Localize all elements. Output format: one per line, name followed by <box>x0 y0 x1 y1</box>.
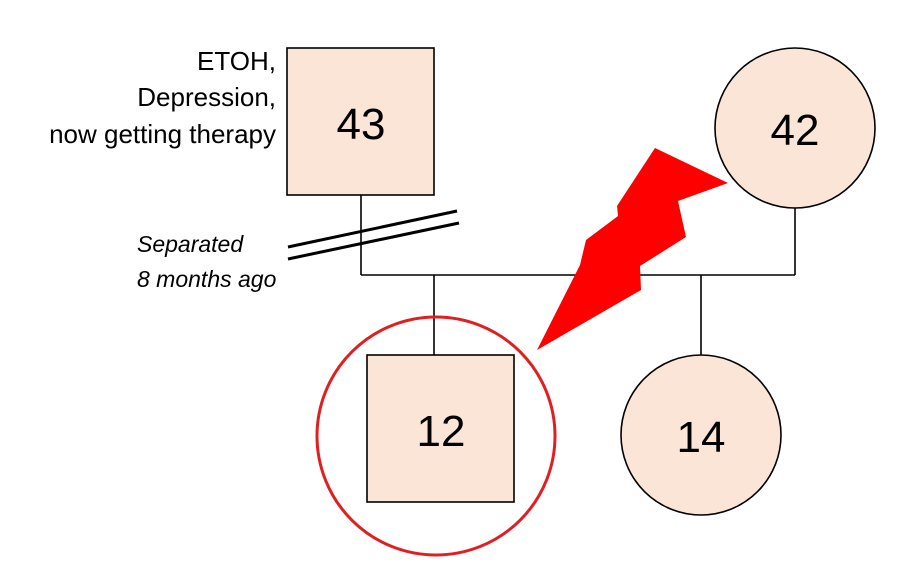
separation-label: Separated 8 months ago <box>137 231 277 292</box>
identified-patient-circle <box>315 315 557 557</box>
mother-age: 42 <box>771 106 820 155</box>
separation-slash-2 <box>287 221 460 261</box>
father-note-line-3: now getting therapy <box>49 119 276 149</box>
son-square <box>366 354 515 503</box>
father-note-line-1: ETOH, <box>197 46 276 76</box>
father-age: 43 <box>337 100 386 149</box>
daughter-circle <box>620 354 782 516</box>
separation-slash-1 <box>287 209 458 249</box>
lightning-bolt-icon <box>537 148 728 350</box>
separation-line-1: Separated <box>137 231 244 257</box>
separation-line-2: 8 months ago <box>137 266 277 292</box>
daughter-age: 14 <box>677 413 726 462</box>
mother-circle <box>714 47 876 209</box>
son-age: 12 <box>417 407 466 456</box>
separation-marker <box>287 209 460 261</box>
father-note: ETOH, Depression, now getting therapy <box>49 46 276 149</box>
father-note-line-2: Depression, <box>137 82 276 112</box>
father-square <box>286 47 435 196</box>
